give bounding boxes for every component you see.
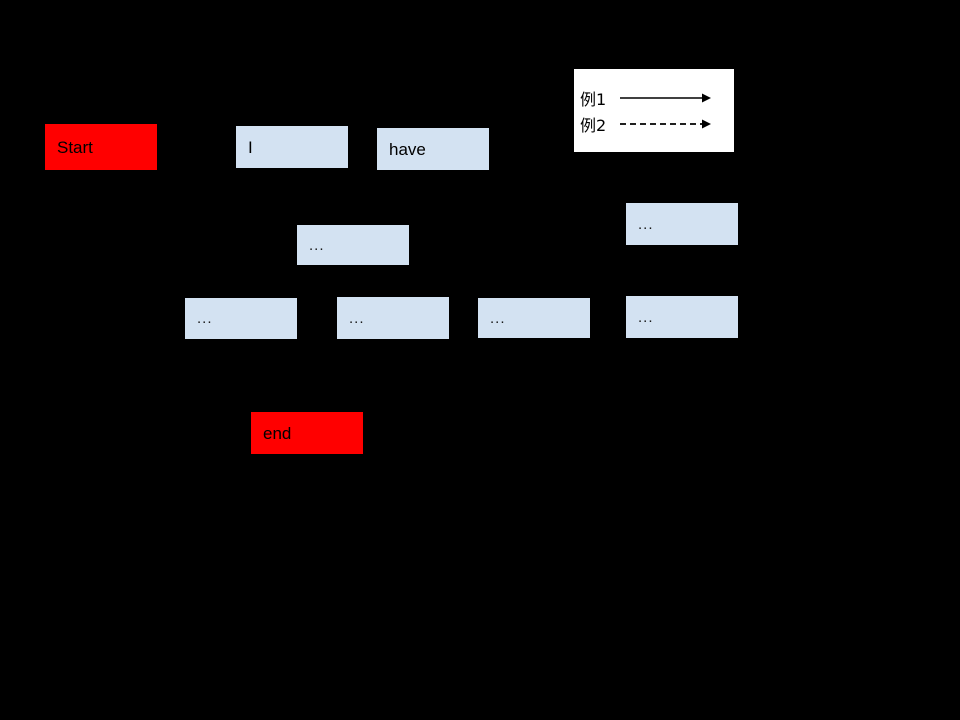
node-row3-first-label: ...: [197, 310, 213, 327]
node-i[interactable]: I: [236, 126, 348, 168]
node-i-label: I: [248, 137, 253, 157]
node-row3-fourth-label: ...: [638, 308, 654, 326]
node-row2-right[interactable]: ...: [626, 203, 738, 245]
node-row2-right-label: ...: [638, 215, 654, 233]
legend-entry-2: 例2: [580, 118, 606, 134]
node-row3-third[interactable]: ...: [478, 298, 590, 338]
node-row3-third-label: ...: [490, 309, 506, 327]
node-row2-left[interactable]: ...: [297, 225, 409, 265]
node-end[interactable]: end: [251, 412, 363, 454]
solid-arrow-icon: [620, 93, 711, 103]
node-end-label: end: [263, 423, 292, 443]
legend-entry-2-label: 例2: [580, 116, 607, 135]
node-have[interactable]: have: [377, 128, 489, 170]
node-row3-fourth[interactable]: ...: [626, 296, 738, 338]
node-start[interactable]: Start: [45, 124, 157, 170]
legend-box: 例1 例2: [574, 69, 734, 152]
node-row3-first[interactable]: ...: [185, 298, 297, 339]
legend-entry-1-label: 例1: [580, 90, 607, 109]
dashed-arrow-icon: [620, 119, 711, 129]
node-row2-left-label: ...: [309, 236, 325, 254]
node-row3-second[interactable]: ...: [337, 297, 449, 339]
node-have-label: have: [389, 139, 426, 159]
legend-entry-1: 例1: [580, 92, 606, 108]
node-row3-second-label: ...: [349, 309, 365, 327]
node-start-label: Start: [57, 137, 93, 157]
